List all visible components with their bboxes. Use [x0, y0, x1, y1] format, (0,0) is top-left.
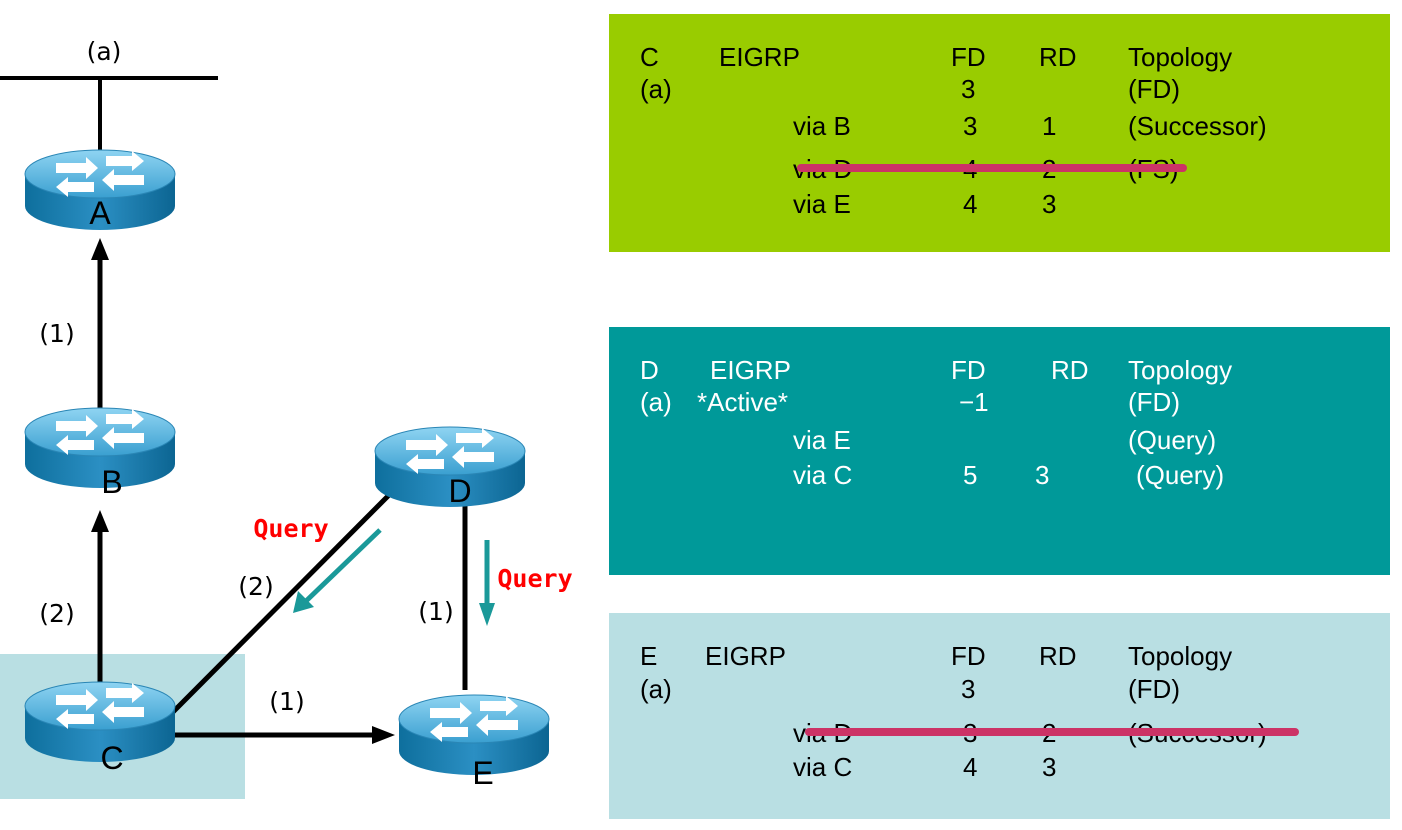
table-d-row-via: via C: [793, 460, 853, 490]
table-e-protocol: EIGRP: [705, 641, 786, 671]
table-c-protocol: EIGRP: [719, 42, 800, 72]
table-c-row-fd: 3: [963, 111, 978, 141]
router-label-a: A: [89, 195, 111, 231]
table-c-dest-fd: 3: [961, 74, 976, 104]
router-label-b: B: [101, 464, 122, 500]
table-e-strikethrough: [805, 728, 1299, 736]
table-d-row-rd: 3: [1035, 460, 1050, 490]
table-c-row-fd: 4: [963, 189, 978, 219]
table-c-strikethrough: [797, 164, 1187, 172]
table-c-row-via: via B: [793, 111, 851, 141]
table-e-rd-header: RD: [1039, 641, 1077, 671]
query-label-d-to-e: Query: [497, 564, 572, 593]
table-d-dest: (a): [640, 387, 672, 417]
table-c-row-topology: (Successor): [1128, 111, 1267, 141]
router-label-c: C: [100, 740, 123, 776]
table-e-row-fd: 4: [963, 752, 978, 782]
table-d-topology-header: Topology: [1128, 355, 1233, 385]
table-d-router: D: [640, 355, 659, 385]
table-d-rd-header: RD: [1051, 355, 1089, 385]
table-d-row-fd: 5: [963, 460, 978, 490]
table-d-row-topology: (Query): [1128, 425, 1217, 455]
table-d-row-via: via E: [793, 425, 851, 455]
table-d-dest-fd: −1: [959, 387, 989, 417]
arrow-head-b: [91, 510, 109, 532]
table-e-dest-topology: (FD): [1128, 674, 1180, 704]
table-c-row-rd: 1: [1042, 111, 1057, 141]
table-c-row-via: via E: [793, 189, 851, 219]
link-label-c-e: (1): [269, 687, 304, 716]
table-c-dest: (a): [640, 74, 672, 104]
link-label-a-b: (1): [39, 319, 74, 348]
query-arrow-d-to-c: [302, 528, 382, 605]
router-b: [24, 407, 176, 489]
table-c-dest-topology: (FD): [1128, 74, 1180, 104]
table-e-fd-header: FD: [951, 641, 986, 671]
router-label-d: D: [448, 473, 471, 509]
table-d-dest-topology: (FD): [1128, 387, 1180, 417]
table-c-topology-header: Topology: [1128, 42, 1233, 72]
table-e-dest: (a): [640, 674, 672, 704]
table-e-row-rd: 3: [1042, 752, 1057, 782]
topology-diagram: A B D C E (a) (1) (2) (2) (1) (1) Query …: [0, 37, 573, 799]
table-d-fd-header: FD: [951, 355, 986, 385]
arrow-head-a: [91, 238, 109, 260]
table-c-row-rd: 3: [1042, 189, 1057, 219]
topology-table-d: D EIGRP FD RD Topology (a) *Active* −1 (…: [609, 327, 1390, 575]
table-d-dest-state: *Active*: [697, 387, 789, 417]
table-e-router: E: [640, 641, 658, 671]
table-d-protocol: EIGRP: [710, 355, 791, 385]
query-label-d-to-c: Query: [253, 514, 328, 543]
query-arrow-d-to-c-head: [293, 591, 314, 613]
router-label-e: E: [472, 755, 493, 791]
table-d-row-topology: (Query): [1136, 460, 1225, 490]
table-c-router: C: [640, 42, 659, 72]
arrow-head-e: [372, 726, 395, 744]
link-label-d-e: (1): [418, 597, 453, 626]
query-arrow-d-to-e-head: [479, 603, 495, 626]
network-label: (a): [87, 37, 122, 66]
table-e-dest-fd: 3: [961, 674, 976, 704]
link-label-c-d: (2): [238, 572, 273, 601]
topology-table-c: C EIGRP FD RD Topology (a) 3 (FD) via B …: [609, 14, 1390, 252]
link-c-d: [171, 486, 398, 714]
table-e-row-via: via C: [793, 752, 853, 782]
link-label-b-c: (2): [39, 599, 74, 628]
table-e-topology-header: Topology: [1128, 641, 1233, 671]
table-c-rd-header: RD: [1039, 42, 1077, 72]
table-c-fd-header: FD: [951, 42, 986, 72]
topology-table-e: E EIGRP FD RD Topology (a) 3 (FD) via D …: [609, 613, 1390, 819]
